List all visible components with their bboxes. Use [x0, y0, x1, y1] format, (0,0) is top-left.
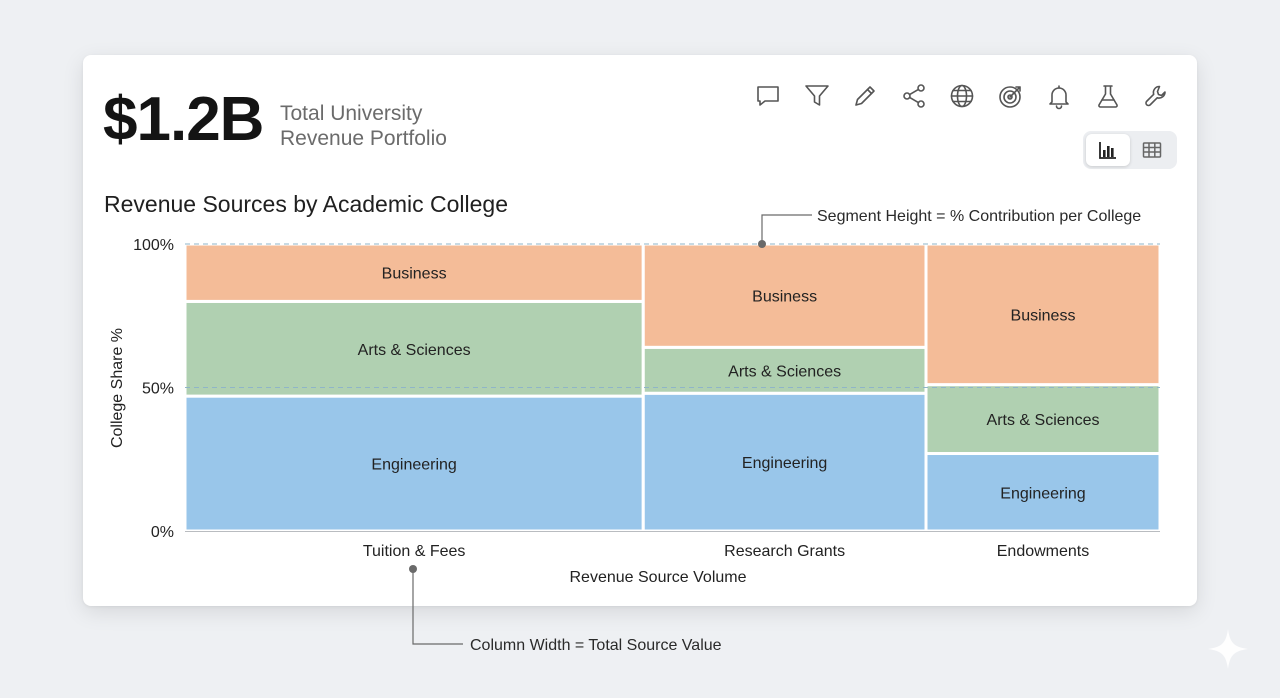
segment-height-annotation: Segment Height = % Contribution per Coll… — [817, 208, 1141, 225]
segment-2-3[interactable] — [641, 242, 928, 349]
y-tick-label-3: 100% — [133, 237, 174, 254]
x-axis-label: Revenue Source Volume — [570, 569, 747, 586]
segment-label-3-1: Engineering — [1000, 485, 1085, 502]
segment-3-2[interactable] — [924, 383, 1162, 456]
segment-label-1-1: Engineering — [371, 457, 456, 474]
segment-label-3-2: Arts & Sciences — [987, 412, 1100, 429]
x-tick-label-3: Endowments — [997, 543, 1090, 560]
segment-label-2-2: Arts & Sciences — [728, 363, 841, 380]
wrench-icon[interactable] — [1139, 79, 1173, 113]
x-tick-label-2: Research Grants — [724, 543, 845, 560]
kpi-value: $1.2B — [103, 85, 264, 154]
y-tick-label-2: 50% — [142, 381, 174, 398]
segment-label-2-3: Business — [752, 289, 817, 306]
kpi-label: Total University Revenue Portfolio — [280, 102, 447, 150]
filter-icon[interactable] — [800, 79, 834, 113]
reference-lines — [185, 243, 1160, 389]
segment-label-2-1: Engineering — [742, 455, 827, 472]
segment-1-3[interactable] — [183, 242, 645, 303]
toolbar — [751, 79, 1188, 113]
pencil-icon[interactable] — [848, 79, 882, 113]
y-tick-label-1: 0% — [151, 524, 174, 541]
chart-title: Revenue Sources by Academic College — [104, 191, 509, 217]
share-icon[interactable] — [897, 79, 931, 113]
y-axis-label: College Share % — [109, 328, 126, 448]
x-tick-label-1: Tuition & Fees — [363, 543, 466, 560]
column-width-annotation: Column Width = Total Source Value — [470, 637, 722, 654]
flask-icon[interactable] — [1091, 79, 1125, 113]
segment-height-callout: Segment Height = % Contribution per Coll… — [758, 208, 1141, 248]
segments-layer: Engineering Arts & Sciences BusinessEngine… — [183, 242, 1162, 533]
segment-2-1[interactable] — [641, 391, 928, 533]
table-icon[interactable] — [1130, 134, 1174, 166]
bell-icon[interactable] — [1042, 79, 1076, 113]
segment-3-3[interactable] — [924, 242, 1162, 387]
comment-icon[interactable] — [751, 79, 785, 113]
segment-label-1-2: Arts & Sciences — [358, 342, 471, 359]
view-toggle — [1083, 131, 1177, 169]
segment-1-2[interactable] — [183, 299, 645, 398]
segment-label-3-3: Business — [1011, 307, 1076, 324]
target-icon[interactable] — [994, 79, 1028, 113]
segment-1-1[interactable] — [183, 394, 645, 533]
column-width-callout: Column Width = Total Source Value — [409, 565, 722, 654]
bar-chart-icon[interactable] — [1086, 134, 1130, 166]
segment-label-1-3: Business — [382, 266, 447, 283]
globe-icon[interactable] — [945, 79, 979, 113]
sparkle-icon — [1208, 629, 1248, 669]
axes-layer: Tuition & Fees Research Grants Endowments 0… — [133, 237, 1160, 560]
